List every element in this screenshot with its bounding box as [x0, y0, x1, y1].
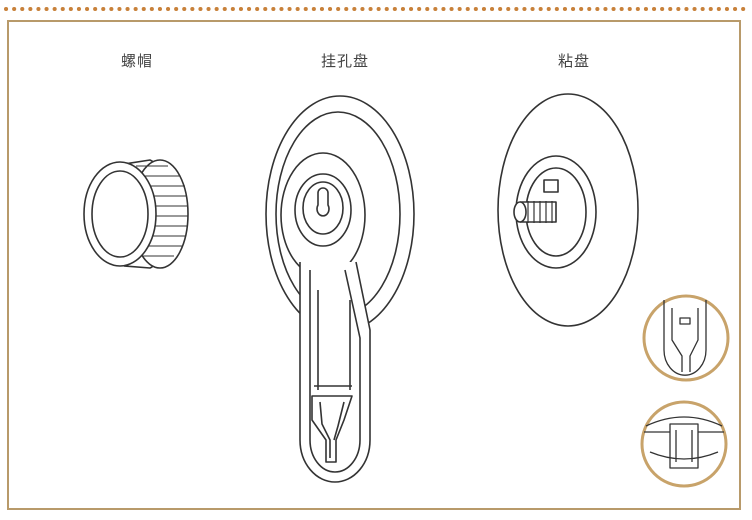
detail-circle-bottom [640, 400, 728, 488]
adhesive-plate-label: 粘盘 [558, 52, 591, 70]
hanging-plate-label: 挂孔盘 [321, 52, 370, 70]
hanging-plate-drawing [265, 95, 415, 483]
adhesive-plate-drawing [497, 93, 639, 327]
top-dotted-border [4, 7, 748, 11]
detail-circle-top [642, 294, 730, 382]
nut-cap-label: 螺帽 [121, 52, 154, 70]
nut-cap-drawing [83, 159, 189, 269]
